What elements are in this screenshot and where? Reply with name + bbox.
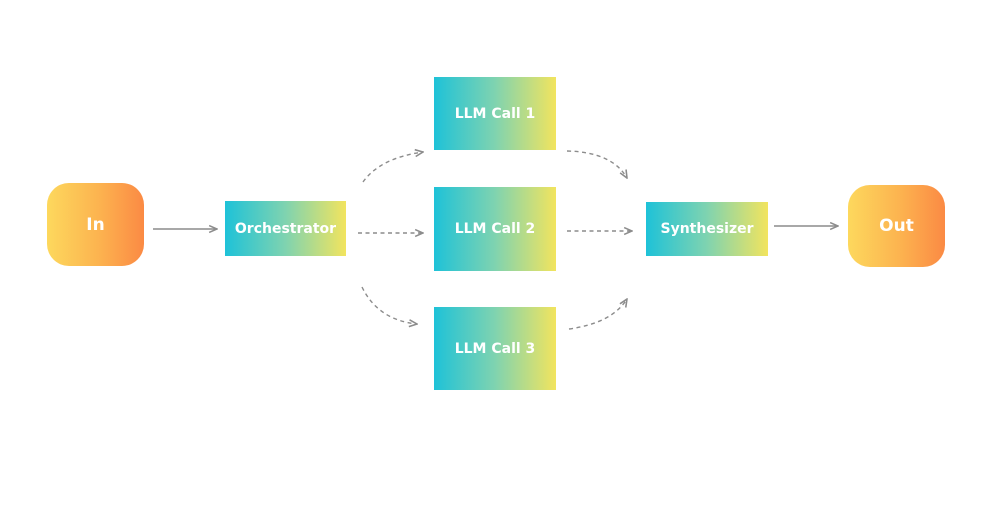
out-node: Out (848, 185, 945, 267)
orchestrator-label: Orchestrator (234, 220, 337, 237)
out-label: Out (879, 216, 914, 236)
edge-llm-call-3-to-synthesizer (568, 299, 627, 330)
synthesizer-node: Synthesizer (646, 202, 768, 256)
llm-call-1-node: LLM Call 1 (434, 77, 556, 150)
llm-call-2-label: LLM Call 2 (454, 221, 536, 237)
edge-orchestrator-to-llm-call-1 (362, 152, 423, 183)
llm-call-3-label: LLM Call 3 (454, 340, 536, 357)
in-node: In (47, 183, 144, 266)
orchestrator-node: Orchestrator (225, 201, 346, 256)
llm-call-3-node: LLM Call 3 (434, 307, 556, 390)
synthesizer-label: Synthesizer (660, 221, 754, 237)
edge-orchestrator-to-llm-call-3 (361, 286, 417, 324)
edge-llm-call-1-to-synthesizer (566, 150, 627, 178)
llm-call-1-label: LLM Call 1 (454, 105, 536, 122)
in-label: In (86, 214, 105, 235)
llm-call-2-node: LLM Call 2 (434, 187, 556, 271)
